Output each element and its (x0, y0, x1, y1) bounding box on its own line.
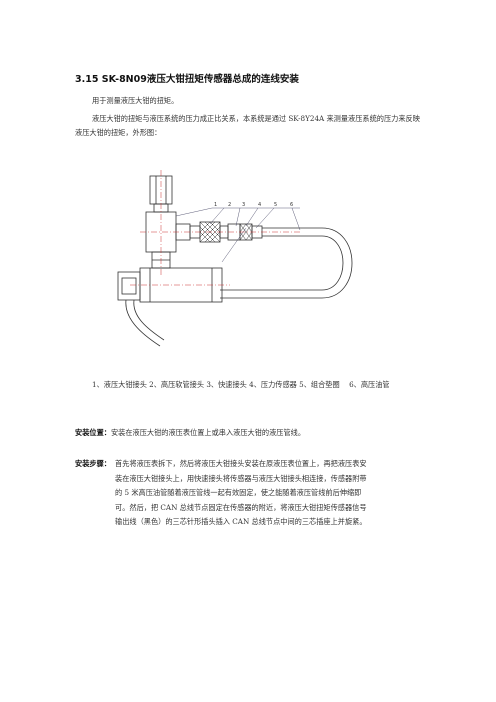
connector-block (117, 271, 141, 301)
intro-paragraph-2: 液压大钳的扭矩与液压系统的压力成正比关系，本系统是通过 SK-8Y24A 来测量… (75, 114, 420, 137)
install-steps-body: 首先将液压表拆下，然后将液压大钳接头安装在原液压表位置上，再把液压表安 装在液压… (115, 457, 430, 530)
install-steps-line: 可。然后，把 CAN 总线节点固定在传感器的附近，将液压大钳扭矩传感器信号 (115, 502, 367, 512)
install-steps-line: 的 5 米高压油管随着液压管线一起有效固定，使之能随着液压管线前后伸缩即 (115, 488, 362, 498)
intro-paragraph-1: 用于测量液压大钳的扭矩。 (92, 96, 179, 105)
install-position: 安装位置：安装在液压大钳的液压表位置上或串入液压大钳的液压管线。 (75, 428, 305, 438)
sensor-assembly-drawing: 1 2 3 4 5 6 (117, 170, 353, 347)
install-position-label: 安装位置： (75, 428, 111, 437)
figure-caption: 1、液压大钳接头 2、高压软管接头 3、快速接头 4、压力传感器 5、组合垫圈 … (92, 380, 390, 389)
install-position-text: 安装在液压大钳的液压表位置上或串入液压大钳的液压管线。 (110, 428, 306, 437)
install-steps-line: 输出线（黑色）的三芯针形插头插入 CAN 总线节点中间的三芯插座上并旋紧。 (115, 517, 367, 527)
install-steps-line: 装在液压大钳接头上，用快速接头将传感器与液压大钳接头相连接，传感器附带 (115, 473, 367, 483)
install-steps: 安装步骤： 首先将液压表拆下，然后将液压大钳接头安装在原液压表位置上，再把液压表… (75, 457, 430, 530)
callout-5: 5 (274, 202, 277, 208)
install-steps-line: 首先将液压表拆下，然后将液压大钳接头安装在原液压表位置上，再把液压表安 (115, 459, 367, 468)
callout-6: 6 (290, 202, 293, 208)
callout-1: 1 (214, 202, 217, 208)
callout-4: 4 (258, 202, 261, 208)
section-heading: 3.15 SK-8N09液压大钳扭矩传感器总成的连线安装 (75, 74, 299, 85)
callout-3: 3 (242, 202, 245, 208)
install-steps-label: 安装步骤： (75, 459, 111, 468)
callout-2: 2 (228, 202, 231, 208)
